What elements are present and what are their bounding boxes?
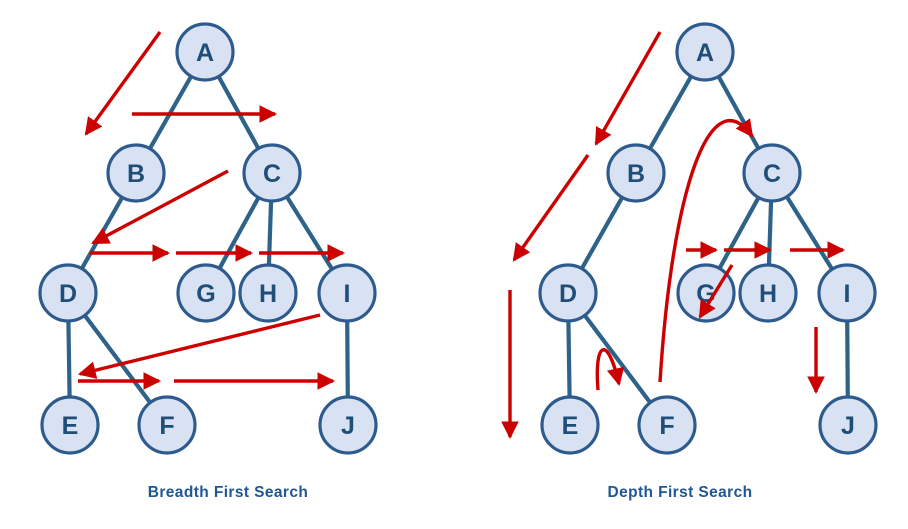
node-circle-d: [38, 263, 98, 323]
node-i[interactable]: I: [317, 263, 377, 323]
arrow-f-to-c: [658, 118, 754, 383]
edge-d-e: [66, 317, 72, 401]
node-circle-e: [40, 395, 100, 455]
node-circle-h: [238, 263, 298, 323]
node-label-d: D: [559, 280, 577, 308]
node-circle-i: [817, 263, 877, 323]
node-label-d: D: [59, 280, 77, 308]
node-h[interactable]: H: [238, 263, 298, 323]
node-label-i: I: [844, 280, 851, 308]
node-label-g: G: [196, 280, 215, 308]
node-circle-j: [818, 395, 878, 455]
node-g[interactable]: G: [676, 263, 736, 323]
arrow-b-to-d: [512, 154, 590, 262]
node-c[interactable]: C: [742, 143, 802, 203]
node-f[interactable]: F: [637, 395, 697, 455]
node-label-i: I: [344, 280, 351, 308]
node-d[interactable]: D: [38, 263, 98, 323]
node-j[interactable]: J: [818, 395, 878, 455]
edge-c-g: [216, 194, 262, 272]
node-circle-f: [637, 395, 697, 455]
diagram-bfs: A B C D G H I E F J Breadth First Search: [38, 22, 378, 501]
node-h[interactable]: H: [738, 263, 798, 323]
edge-b-d: [79, 194, 125, 272]
arrow-e-to-f: [595, 348, 625, 391]
arrow-c-to-d: [91, 169, 229, 245]
edge-b-d: [579, 194, 625, 272]
node-label-b: B: [627, 160, 645, 188]
node-circle-e: [540, 395, 600, 455]
node-circle-c: [242, 143, 302, 203]
node-label-e: E: [562, 412, 579, 440]
node-j[interactable]: J: [318, 395, 378, 455]
arrow-i-to-e: [78, 313, 321, 379]
arrow-to-a: [594, 31, 662, 146]
edge-c-i: [784, 193, 835, 273]
node-label-j: J: [841, 412, 855, 440]
node-circle-g: [676, 263, 736, 323]
node-label-b: B: [127, 160, 145, 188]
tree-nodes: A B C D G H I E F J: [38, 22, 378, 455]
node-a[interactable]: A: [175, 22, 235, 82]
edge-c-i: [284, 193, 335, 273]
node-label-h: H: [259, 280, 277, 308]
node-g[interactable]: G: [176, 263, 236, 323]
node-label-j: J: [341, 412, 355, 440]
node-i[interactable]: I: [817, 263, 877, 323]
node-c[interactable]: C: [242, 143, 302, 203]
node-e[interactable]: E: [40, 395, 100, 455]
traversal-arrows: [78, 31, 346, 390]
edge-c-h: [266, 197, 274, 269]
node-b[interactable]: B: [106, 143, 166, 203]
node-label-f: F: [659, 412, 674, 440]
node-label-f: F: [159, 412, 174, 440]
node-e[interactable]: E: [540, 395, 600, 455]
edge-d-f: [82, 312, 153, 406]
node-circle-b: [106, 143, 166, 203]
traversal-arrows: [501, 31, 846, 440]
edge-d-f: [582, 312, 653, 406]
tree-edges: [66, 73, 350, 406]
node-circle-f: [137, 395, 197, 455]
node-circle-g: [176, 263, 236, 323]
node-label-a: A: [696, 39, 714, 67]
node-label-h: H: [759, 280, 777, 308]
node-circle-a: [175, 22, 235, 82]
node-label-c: C: [763, 160, 781, 188]
edge-a-c: [715, 73, 762, 152]
edge-i-j: [345, 317, 350, 401]
node-b[interactable]: B: [606, 143, 666, 203]
node-a[interactable]: A: [675, 22, 735, 82]
edge-c-h: [766, 197, 774, 269]
edge-c-g: [716, 194, 762, 272]
node-label-a: A: [196, 39, 214, 67]
edge-d-e: [566, 317, 572, 401]
node-circle-c: [742, 143, 802, 203]
caption-dfs: Depth First Search: [607, 484, 752, 501]
arrow-c-to-g: [698, 264, 734, 319]
caption-bfs: Breadth First Search: [148, 484, 308, 501]
node-circle-j: [318, 395, 378, 455]
node-label-c: C: [263, 160, 281, 188]
node-d[interactable]: D: [538, 263, 598, 323]
node-circle-i: [317, 263, 377, 323]
node-circle-h: [738, 263, 798, 323]
edge-i-j: [845, 317, 850, 401]
node-f[interactable]: F: [137, 395, 197, 455]
node-circle-b: [606, 143, 666, 203]
node-circle-d: [538, 263, 598, 323]
edge-a-b: [647, 73, 694, 152]
arrow-to-a: [84, 31, 162, 136]
node-label-e: E: [62, 412, 79, 440]
node-circle-a: [675, 22, 735, 82]
